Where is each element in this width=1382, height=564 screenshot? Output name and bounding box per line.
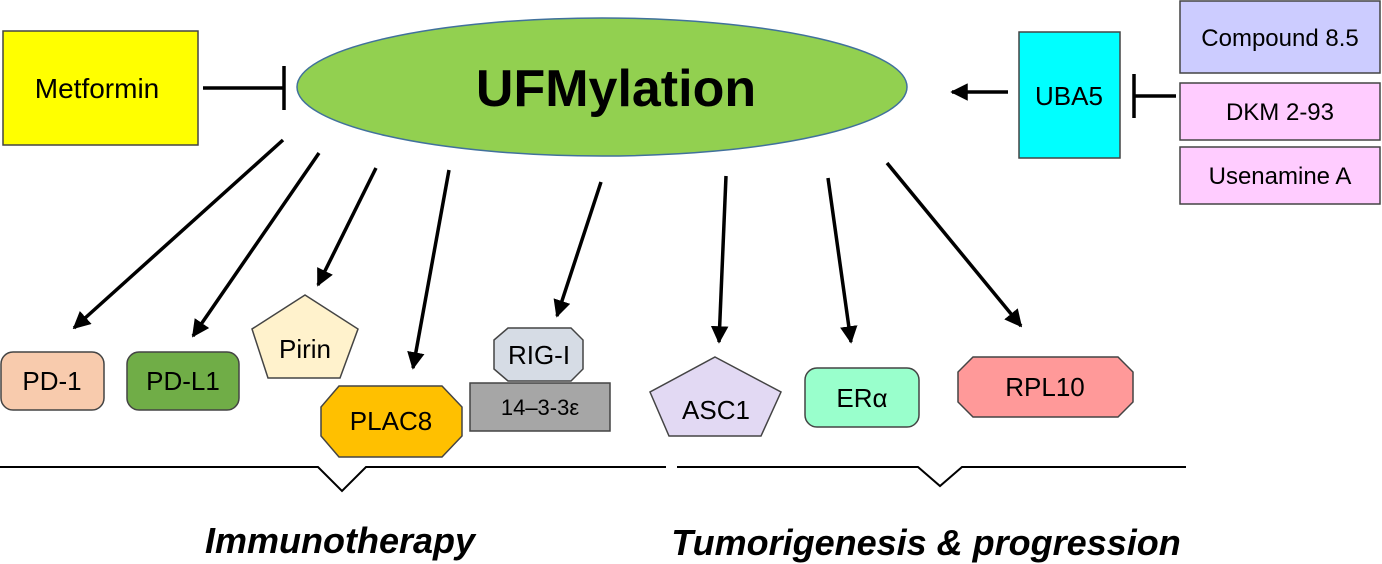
- pd-l1-node: PD-L1: [126, 351, 240, 411]
- pd-1-node: PD-1: [0, 351, 105, 411]
- dkm-2-93-label: DKM 2-93: [1226, 99, 1334, 126]
- 14-3-3-epsilon-node: 14–3-3ε: [469, 382, 611, 432]
- 14-3-3-epsilon-label: 14–3-3ε: [501, 395, 580, 420]
- pd-1-label: PD-1: [22, 366, 81, 396]
- compound-8-5-node: Compound 8.5: [1179, 0, 1381, 74]
- metformin-inhibition-edge: [203, 66, 286, 110]
- arrow-to-era: [826, 177, 858, 344]
- asc1-label: ASC1: [682, 395, 750, 425]
- arrow-to-pd-l1: [191, 152, 321, 338]
- immunotherapy-brace: [0, 466, 666, 493]
- immunotherapy-group-label: Immunotherapy: [205, 520, 477, 561]
- rig-i-node: RIG-I: [493, 327, 584, 382]
- uba5-node: UBA5: [1018, 31, 1121, 159]
- rpl10-node: RPL10: [957, 356, 1134, 418]
- metformin-node: Metformin: [2, 30, 199, 146]
- arrow-to-asc1: [710, 175, 729, 344]
- uba5-inhibition-edge: [1132, 74, 1176, 118]
- rig-i-label: RIG-I: [508, 340, 570, 370]
- tumorigenesis-brace: [677, 466, 1186, 488]
- plac8-label: PLAC8: [350, 406, 432, 436]
- pirin-label: Pirin: [279, 334, 331, 364]
- ufmylation-node: UFMylation: [296, 17, 908, 157]
- arrow-to-pd-1: [72, 138, 285, 330]
- arrow-to-plac8: [407, 169, 451, 370]
- uba5-label: UBA5: [1035, 81, 1103, 111]
- metformin-label: Metformin: [35, 73, 159, 104]
- tumorigenesis-group-label: Tumorigenesis & progression: [671, 522, 1180, 563]
- rpl10-label: RPL10: [1005, 372, 1085, 402]
- asc1-node: ASC1: [649, 356, 782, 437]
- ufmylation-label: UFMylation: [476, 60, 756, 118]
- era-node: ERα: [804, 367, 920, 428]
- dkm-2-93-node: DKM 2-93: [1179, 82, 1381, 141]
- era-label: ERα: [836, 383, 887, 413]
- compound-8-5-label: Compound 8.5: [1201, 25, 1358, 52]
- arrow-to-pirin: [316, 167, 378, 287]
- pirin-node: Pirin: [251, 294, 359, 379]
- arrow-to-rpl10: [885, 161, 1023, 328]
- plac8-node: PLAC8: [320, 385, 463, 458]
- usenamine-a-label: Usenamine A: [1209, 163, 1352, 190]
- pd-l1-label: PD-L1: [146, 366, 220, 396]
- usenamine-a-node: Usenamine A: [1179, 146, 1381, 205]
- arrow-to-rig-i: [553, 181, 603, 318]
